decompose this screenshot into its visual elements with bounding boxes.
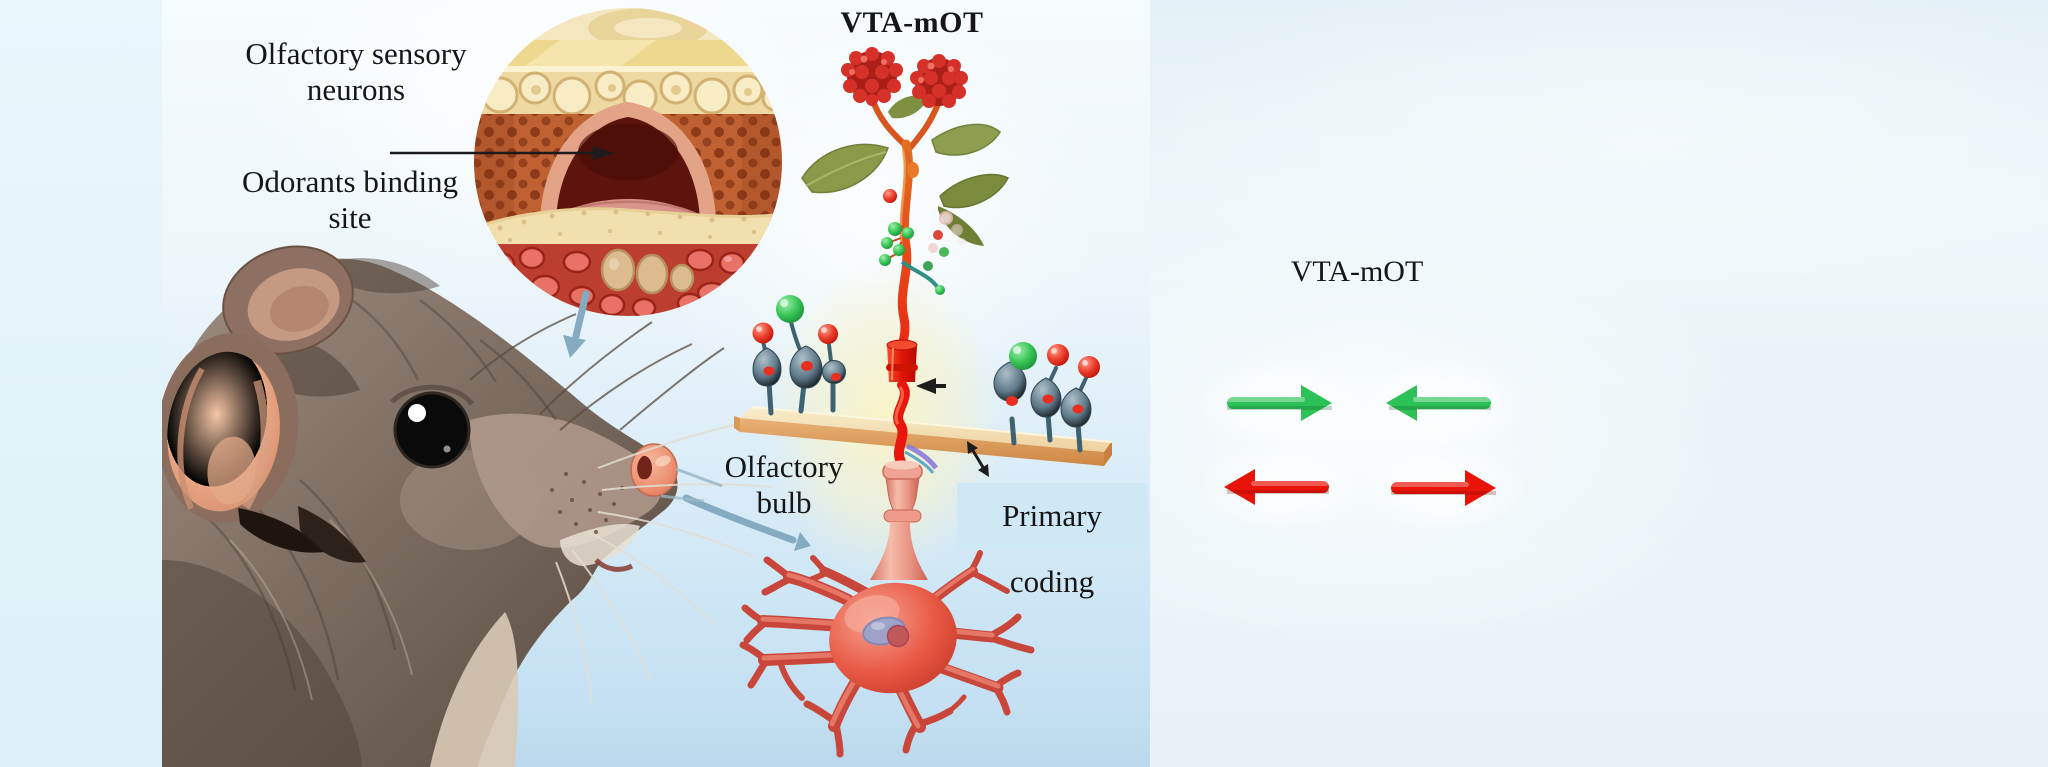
label-line: bulb (756, 485, 812, 520)
floating-dots (923, 211, 966, 271)
mouse-nose (630, 443, 678, 497)
left-background-strip (0, 0, 162, 767)
olfactory-bulb-label: Olfactory bulb (700, 449, 868, 521)
mouse-whiskers (469, 313, 773, 705)
receptor (993, 342, 1037, 446)
primary-coding-label-box: Primary coding (957, 483, 1147, 599)
mouse-front-ear (162, 333, 366, 563)
label-line: site (328, 200, 372, 235)
red-arrow-left-icon (1224, 469, 1329, 505)
primary-coding-label: Primary coding (1002, 498, 1102, 599)
bulb-guide-arrow-icon (660, 467, 811, 551)
pointer-arrow-icon (390, 146, 614, 160)
olfactory-neuron (739, 460, 1035, 758)
stem-pointer-arrow-icon (916, 378, 946, 394)
receptor (1030, 344, 1069, 443)
plant-illustration (801, 47, 1010, 365)
red-arrow-right-icon (1391, 470, 1496, 506)
double-arrow-icon (967, 441, 989, 477)
vta-mot-title: VTA-mOT (840, 6, 984, 39)
label-line: Olfactory sensory (245, 36, 467, 71)
neuron-nucleus (862, 616, 910, 648)
axon-fiber (893, 380, 938, 474)
odorant-receptors (752, 295, 1100, 453)
receptor (818, 324, 846, 413)
mouse-eye (390, 384, 475, 469)
neuron-trunk (870, 460, 928, 580)
receptor (776, 295, 823, 414)
green-berries (879, 222, 914, 266)
neuron-soma (829, 582, 957, 694)
axon-sleeve (886, 339, 918, 382)
nasal-epithelium-inset (474, 8, 782, 316)
vta-mot-right-title: VTA-mOT (1290, 255, 1424, 288)
mouse-back-ear (222, 245, 354, 355)
green-arrow-left-icon (1386, 385, 1491, 421)
olfactory-sensory-neurons-label: Olfactory sensory neurons (214, 36, 498, 108)
figure-artwork (162, 8, 1113, 767)
plant-stem (896, 139, 913, 365)
receptor (752, 322, 782, 416)
label-line: Olfactory (724, 449, 844, 484)
tan-cells (600, 248, 695, 295)
label-line: Odorants binding (241, 164, 459, 199)
receptor (1060, 356, 1100, 453)
green-arrow-right-icon (1227, 385, 1332, 421)
flower-cluster-right (910, 54, 968, 108)
flower-cluster-left (841, 47, 903, 106)
whisker-dots (550, 472, 624, 534)
inset-down-arrow-icon (563, 290, 590, 358)
label-line: neurons (306, 72, 406, 107)
mouse-illustration (162, 245, 773, 767)
fur-texture (209, 298, 558, 691)
odorants-binding-site-label: Odorants binding site (208, 164, 492, 236)
